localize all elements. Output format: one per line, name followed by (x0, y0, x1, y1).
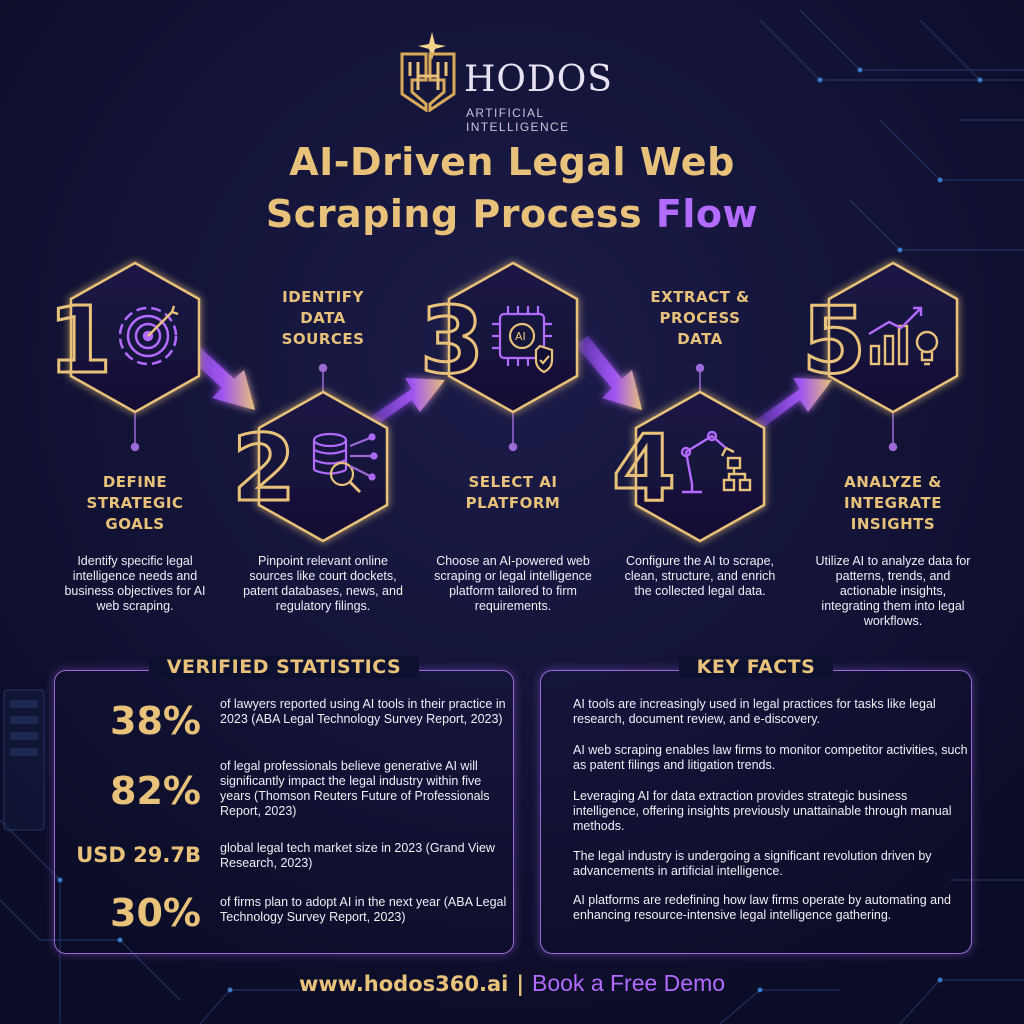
verified-statistics-heading: VERIFIED STATISTICS (148, 656, 420, 678)
stat-value: 30% (110, 891, 201, 935)
step-3-label: SELECT AI PLATFORM (465, 473, 561, 512)
arrow-2-to-3 (364, 378, 445, 430)
stat-value: 82% (110, 769, 201, 813)
page-title-line2: Scraping Process Flow (0, 192, 1024, 236)
robot-arm-icon (680, 430, 752, 494)
hexagon-step-4 (634, 390, 766, 543)
step-5-description: Utilize AI to analyze data for patterns,… (815, 554, 971, 628)
svg-text:AI: AI (515, 330, 526, 343)
key-facts-panel: KEY FACTS AI tools are increasingly used… (540, 656, 972, 954)
brand-tagline: ARTIFICIAL INTELLIGENCE (466, 106, 570, 134)
step-4-description: Configure the AI to scrape, clean, struc… (624, 554, 776, 598)
stat-text: of legal professionals believe generativ… (220, 759, 490, 818)
fact-item: AI tools are increasingly used in legal … (573, 697, 936, 726)
step-number-5: 5 (802, 287, 866, 394)
footer-separator: | (516, 972, 524, 996)
brand-name: HODOS (464, 59, 613, 100)
gear-target-icon (118, 305, 179, 366)
page-title-line2-a: Scraping Process (265, 192, 643, 236)
arrow-4-to-5 (754, 378, 832, 430)
page-title-line2-b: Flow (655, 192, 759, 236)
brand-logo: HODOS ARTIFICIAL INTELLIGENCE (396, 22, 636, 134)
step-number-1: 1 (48, 287, 112, 394)
stat-value: 38% (110, 699, 201, 743)
website-link[interactable]: www.hodos360.ai (298, 972, 509, 996)
step-number-3: 3 (420, 287, 484, 394)
fact-item: AI web scraping enables law firms to mon… (573, 743, 968, 772)
arrow-3-to-4 (575, 336, 642, 410)
stat-text: global legal tech market size in 2023 (G… (220, 841, 495, 870)
step-number-2: 2 (232, 415, 296, 522)
fact-item: The legal industry is undergoing a signi… (573, 849, 932, 878)
process-flow-diagram: 1 2 3 4 5 AI (47, 261, 959, 543)
step-4-label: EXTRACT & PROCESS DATA (650, 288, 750, 348)
footer: www.hodos360.ai | Book a Free Demo (0, 970, 1024, 997)
hexagon-step-3 (447, 261, 579, 414)
stat-value: USD 29.7B (76, 843, 201, 867)
connector-lines (130, 363, 898, 452)
step-5-label: ANALYZE & INTEGRATE INSIGHTS (844, 473, 942, 533)
flow-arrows (175, 336, 832, 430)
step-2-description: Pinpoint relevant online sources like co… (243, 554, 403, 613)
ai-chip-icon: AI (492, 306, 554, 374)
book-demo-link[interactable]: Book a Free Demo (532, 970, 726, 996)
step-1-description: Identify specific legal intelligence nee… (64, 554, 206, 613)
fact-item: Leveraging AI for data extraction provid… (573, 789, 952, 833)
key-facts-heading: KEY FACTS (678, 656, 834, 678)
fact-item: AI platforms are redefining how law firm… (573, 893, 951, 922)
chart-lightbulb-icon (868, 306, 939, 366)
page-title-line1: AI-Driven Legal Web (289, 140, 735, 184)
verified-statistics-panel: VERIFIED STATISTICS 38% of lawyers repor… (54, 656, 514, 954)
step-1-label: DEFINE STRATEGIC GOALS (86, 473, 184, 533)
database-search-icon (312, 432, 378, 494)
stat-text: of lawyers reported using AI tools in th… (220, 697, 506, 726)
stat-text: of firms plan to adopt AI in the next ye… (220, 895, 507, 924)
step-2-label: IDENTIFY DATA SOURCES (281, 288, 365, 348)
hodos-shield-logo-icon (400, 32, 456, 112)
hexagon-step-2 (257, 390, 389, 543)
step-hexagons (69, 261, 959, 543)
step-number-4: 4 (612, 415, 676, 522)
step-3-description: Choose an AI-powered web scraping or leg… (434, 554, 592, 613)
